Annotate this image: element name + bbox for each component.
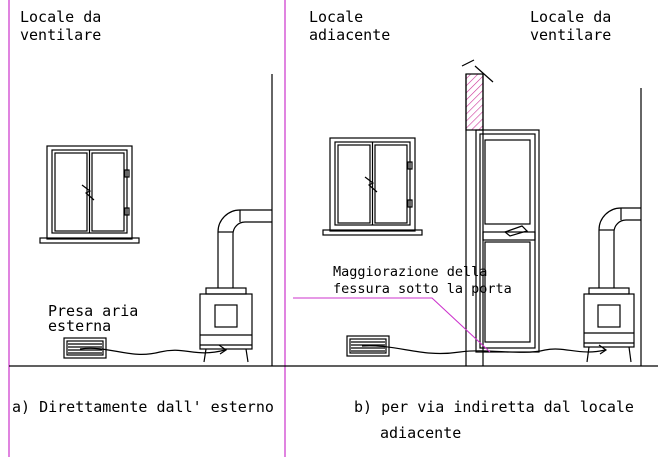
air-inlet-a xyxy=(63,337,107,359)
room-label-b-left-2: adiacente xyxy=(309,26,390,44)
stove-a xyxy=(199,209,272,363)
caption-a: a) Direttamente dall' esterno xyxy=(12,398,274,416)
panel-a xyxy=(9,74,285,367)
room-label-b-right-1: Locale da xyxy=(530,8,611,26)
caption-b-2: adiacente xyxy=(380,424,461,442)
room-label-a-2: ventilare xyxy=(20,26,101,44)
partition-wall xyxy=(461,59,494,366)
caption-b-1: b) per via indiretta dal locale xyxy=(354,398,634,416)
airflow-arrow-b xyxy=(361,345,606,355)
panel-a-labels: Locale da ventilare Presa aria esterna a… xyxy=(12,8,274,416)
airflow-arrow-a xyxy=(79,347,226,355)
room-label-a-1: Locale da xyxy=(20,8,101,26)
panel-b-labels: Locale adiacente Locale da ventilare Mag… xyxy=(309,8,634,442)
panel-frame xyxy=(8,0,286,457)
door-b xyxy=(475,129,540,353)
window-b xyxy=(322,137,423,236)
room-label-b-right-2: ventilare xyxy=(530,26,611,44)
stove-b xyxy=(583,207,641,363)
gap-leader-line xyxy=(293,297,491,353)
inlet-label-2: esterna xyxy=(48,317,111,335)
air-inlet-b xyxy=(346,335,390,357)
room-label-b-left-1: Locale xyxy=(309,8,363,26)
gap-label-2: fessura sotto la porta xyxy=(333,281,512,297)
inlet-label-1: Presa aria xyxy=(48,302,138,320)
window-a xyxy=(39,145,140,244)
gap-label-1: Maggiorazione della xyxy=(333,264,487,280)
panel-b xyxy=(285,59,658,367)
